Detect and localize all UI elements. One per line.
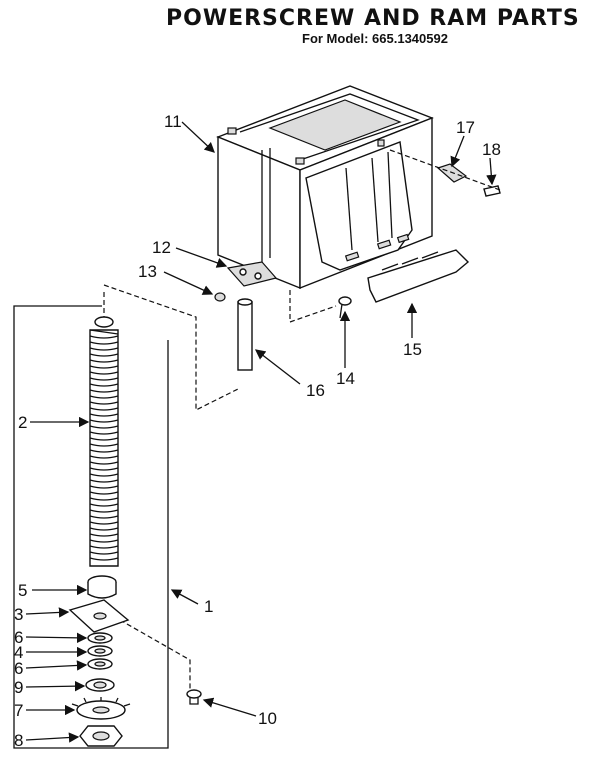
model-number: For Model: 665.1340592 [302,31,448,46]
thread-line [89,347,119,351]
ram-bracket [226,261,278,287]
thread-line [89,527,119,531]
thread-line [89,533,119,537]
assembly-lines [103,149,501,690]
power-screw [89,316,119,567]
ram-housing [216,85,434,290]
thread-line [89,491,119,495]
thread-line [89,431,119,435]
callout-9: 9 [14,678,23,697]
thread-line [89,497,119,501]
thread-line [89,509,119,513]
thread-line [89,539,119,543]
thread-line [89,545,119,549]
thread-line [89,443,119,447]
thread-line [89,383,119,387]
callout-18: 18 [482,140,501,159]
callout-17: 17 [456,118,475,137]
thread-line [89,515,119,519]
callout-7: 7 [14,701,23,720]
thread-line [89,419,119,423]
callout-11: 11 [164,112,182,131]
thread-line [89,467,119,471]
callout-16: 16 [306,381,325,400]
bearing-plate [68,599,130,633]
callout-5: 5 [18,581,27,600]
thread-line [89,353,119,357]
nut [214,292,226,302]
callout-13: 13 [138,262,157,281]
thread-line [89,395,119,399]
thread-line [89,413,119,417]
thread-line [89,551,119,555]
thread-line [89,437,119,441]
thread-line [89,371,119,375]
thread-line [89,335,119,339]
callout-4: 4 [14,643,23,662]
hex-nut [79,725,123,747]
thread-line [89,479,119,483]
thread-line [89,377,119,381]
sprocket [71,697,131,720]
spacer-tube [237,298,253,371]
callout-8: 8 [14,731,23,750]
thread-line [89,359,119,363]
screw-threads [89,335,119,561]
callout-10: 10 [258,709,277,728]
assembly-group-outline [13,305,169,749]
slide-plate [367,249,470,303]
thread-line [89,449,119,453]
callout-leaders [25,121,497,743]
thread-line [89,425,119,429]
thread-line [89,485,119,489]
bearing [87,575,117,599]
callout-2: 2 [18,413,27,432]
thread-line [89,341,119,345]
callout-6-upper: 6 [14,628,23,647]
callout-6-lower: 6 [14,659,23,678]
washer-stack [85,632,115,692]
diagram-title: POWERSCREW AND RAM PARTS [166,6,580,31]
thread-line [89,401,119,405]
thread-line [89,557,119,561]
hex-bolt [186,689,202,705]
callout-3: 3 [14,605,23,624]
thread-line [89,521,119,525]
thread-line [89,455,119,459]
thread-line [89,407,119,411]
thread-line [89,365,119,369]
callout-12: 12 [152,238,171,257]
callout-15: 15 [403,340,422,359]
thread-line [89,461,119,465]
thread-line [89,389,119,393]
callout-1: 1 [204,597,213,616]
callout-14: 14 [336,369,355,388]
thread-line [89,473,119,477]
thread-line [89,503,119,507]
